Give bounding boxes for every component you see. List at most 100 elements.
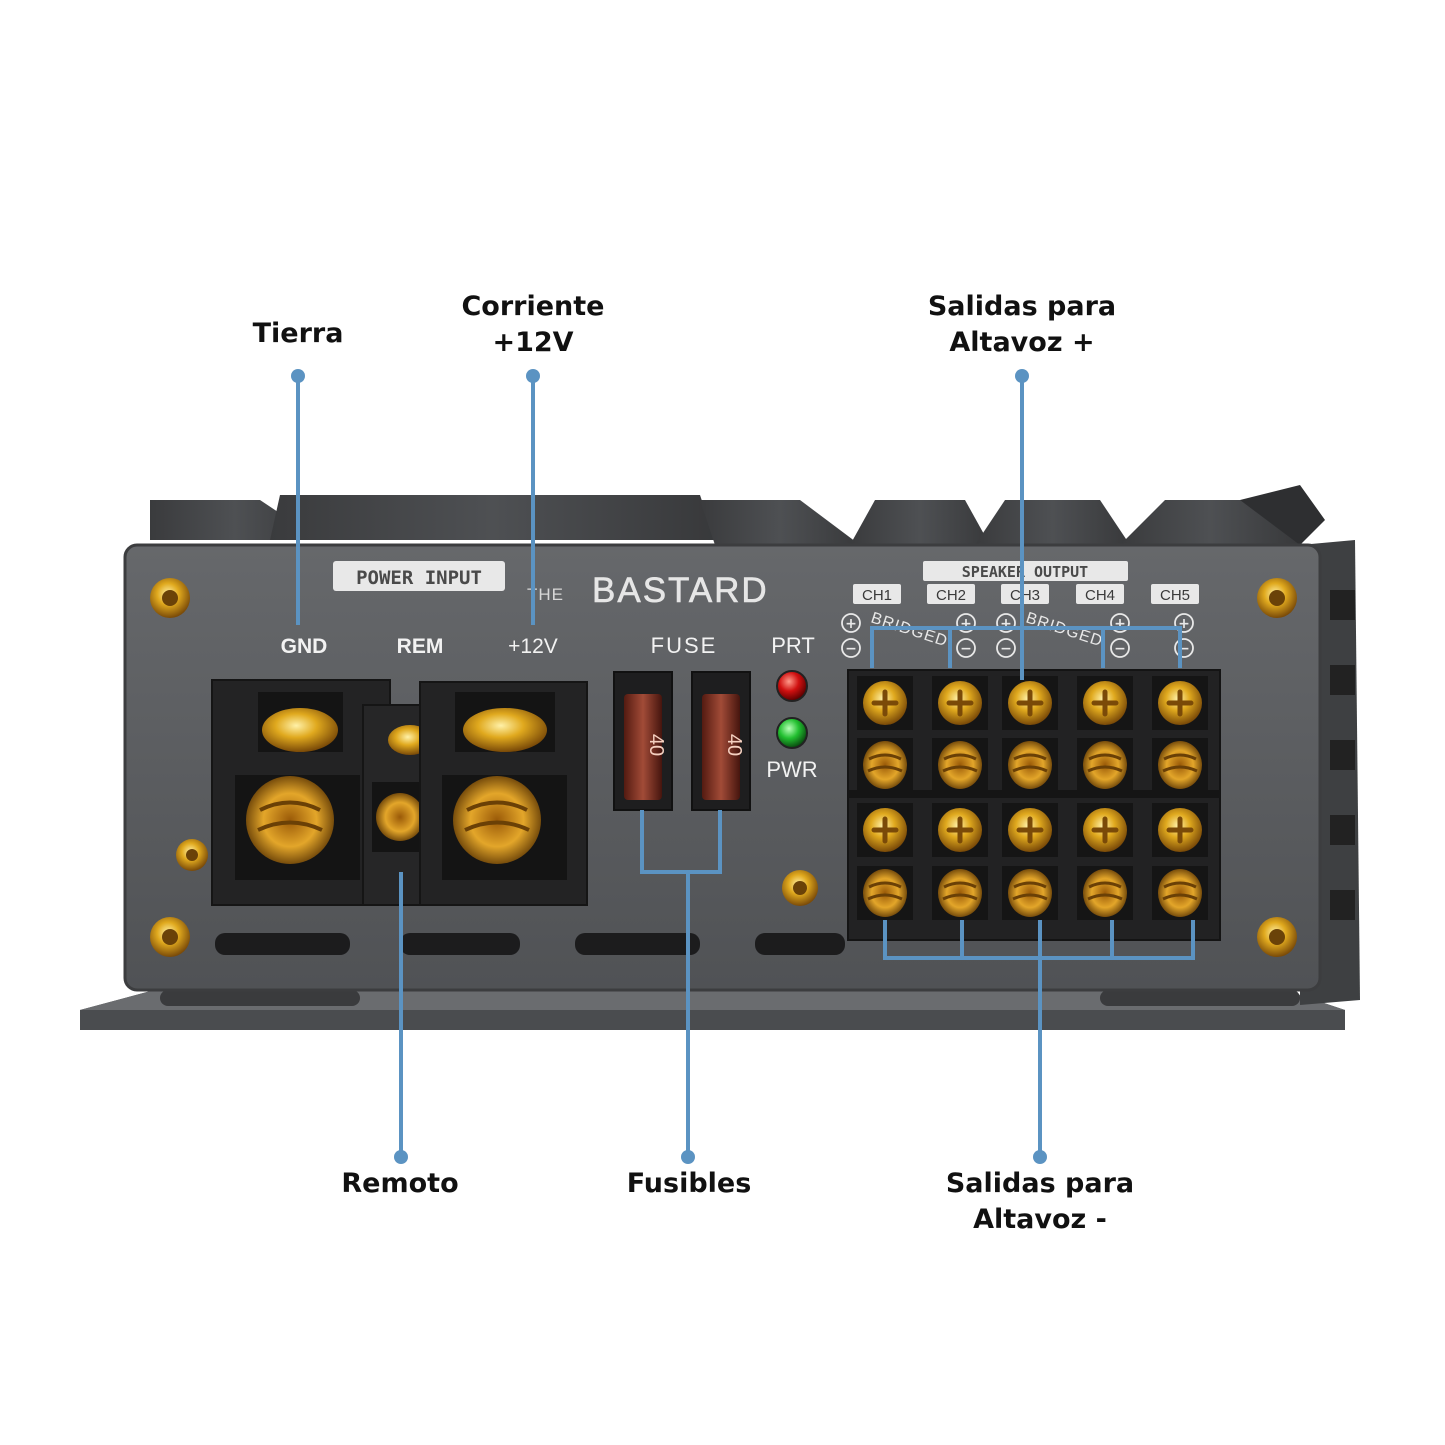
vent-slots [215, 933, 845, 955]
channel-label: CH5 [1160, 587, 1190, 604]
rem-label: REM [397, 635, 444, 658]
brand-logo: THE BASTARD [527, 571, 769, 611]
channel-tag-ch5: CH5 [1151, 584, 1199, 604]
terminal-wire-port [857, 866, 913, 920]
plus-symbol: + [1178, 616, 1190, 632]
channel-label: CH3 [1010, 587, 1040, 604]
callout-remoto-text: Remoto [341, 1168, 459, 1199]
plus-symbol-icon: + [996, 613, 1016, 633]
fuse-rating: 40 [645, 734, 667, 756]
channel-tag-ch2: CH2 [927, 584, 975, 604]
screw-icon [150, 917, 190, 957]
callout-corriente: Corriente +12V [461, 289, 604, 361]
minus-symbol-icon: − [841, 638, 861, 658]
plus-symbol-icon: + [1174, 613, 1194, 633]
speaker-output-badge [923, 561, 1128, 581]
pwr-label: PWR [766, 757, 817, 782]
callout-salidas-pos-line1: Salidas para [927, 291, 1117, 322]
prt-label: PRT [771, 633, 815, 658]
terminal-screw-icon [932, 803, 988, 857]
channel-tag-ch1: CH1 [853, 584, 901, 604]
terminal-wire-port [1077, 866, 1133, 920]
fuse-rating: 40 [723, 734, 745, 756]
power-input-badge [333, 561, 505, 591]
channel-label: CH2 [936, 587, 966, 604]
plus-symbol-icon: + [1110, 613, 1130, 633]
plus12v-terminal [419, 681, 588, 906]
callout-fusibles-text: Fusibles [626, 1168, 752, 1199]
terminal-screw-icon [1077, 803, 1133, 857]
fuse-label: FUSE [651, 633, 718, 658]
callout-tierra: Tierra [253, 316, 344, 352]
speaker-output-label: SPEAKER OUTPUT [962, 563, 1088, 581]
minus-symbol-icon: − [996, 638, 1016, 658]
channel-tag-ch3: CH3 [1001, 584, 1049, 604]
callout-lines [296, 376, 1195, 1157]
minus-symbol: − [1178, 641, 1190, 657]
channel-tag-ch4: CH4 [1076, 584, 1124, 604]
terminal-screw-icon [857, 803, 913, 857]
terminal-screw-icon [1152, 803, 1208, 857]
minus-symbol: − [845, 641, 857, 657]
terminal-screw-icon [1152, 676, 1208, 730]
callout-salidas-negativas: Salidas para Altavoz - [946, 1166, 1134, 1238]
channel-label: CH1 [862, 587, 892, 604]
screw-icon [782, 870, 818, 906]
plus-symbol: + [1114, 616, 1126, 632]
plus-symbol: + [1000, 616, 1012, 632]
pwr-led [776, 717, 808, 749]
callout-salidas-pos-line2: Altavoz + [949, 327, 1095, 358]
plus-symbol: + [845, 616, 857, 632]
fuse-holder-1: 40 [613, 671, 673, 811]
callout-salidas-positivas: Salidas para Altavoz + [928, 289, 1116, 361]
brand-name: BASTARD [592, 571, 769, 610]
channel-label: CH4 [1085, 587, 1115, 604]
prt-led [776, 670, 808, 702]
terminal-wire-port [1152, 866, 1208, 920]
minus-symbol-icon: − [1174, 638, 1194, 658]
heatsink-fins-top [150, 485, 1325, 545]
terminal-screw-icon [932, 676, 988, 730]
power-terminal-block [211, 679, 588, 906]
callout-remoto: Remoto [341, 1166, 458, 1202]
terminal-wire-port [857, 738, 913, 792]
minus-symbol: − [1000, 641, 1012, 657]
plus-symbol-icon: + [956, 613, 976, 633]
screw-icon [176, 839, 208, 871]
screw-icon [150, 578, 190, 618]
terminal-wire-port [1077, 738, 1133, 792]
terminal-wire-port [1152, 738, 1208, 792]
terminal-wire-port [932, 866, 988, 920]
callout-fusibles: Fusibles [627, 1166, 752, 1202]
terminal-screw-icon [1077, 676, 1133, 730]
terminal-screw-icon [1002, 676, 1058, 730]
callout-dots [291, 369, 1047, 1164]
terminal-wire-port [1002, 866, 1058, 920]
speaker-terminal-block [847, 669, 1221, 941]
polarity-symbols: + − + − + − + − + − [841, 613, 1194, 658]
callout-salidas-neg-line1: Salidas para [945, 1168, 1135, 1199]
plus12v-label: +12V [508, 635, 558, 658]
callout-salidas-neg-line2: Altavoz - [973, 1204, 1107, 1235]
minus-symbol: − [1114, 641, 1126, 657]
brand-prefix: THE [527, 585, 564, 604]
plus-symbol-icon: + [841, 613, 861, 633]
gnd-label: GND [281, 635, 328, 658]
plus-symbol: + [960, 616, 972, 632]
minus-symbol-icon: − [956, 638, 976, 658]
power-input-label: POWER INPUT [356, 567, 482, 589]
fuse-holder-2: 40 [691, 671, 751, 811]
terminal-wire-port [932, 738, 988, 792]
callout-corriente-line2: +12V [492, 327, 574, 358]
terminal-screw-icon [1002, 803, 1058, 857]
minus-symbol-icon: − [1110, 638, 1130, 658]
terminal-wire-port [1002, 738, 1058, 792]
terminal-screw-icon [857, 676, 913, 730]
screw-icon [1257, 578, 1297, 618]
callout-tierra-text: Tierra [252, 318, 344, 349]
channel-labels: CH1 CH2 CH3 CH4 CH5 [853, 584, 1199, 604]
minus-symbol: − [960, 641, 972, 657]
screw-icon [1257, 917, 1297, 957]
callout-corriente-line1: Corriente [461, 291, 605, 322]
